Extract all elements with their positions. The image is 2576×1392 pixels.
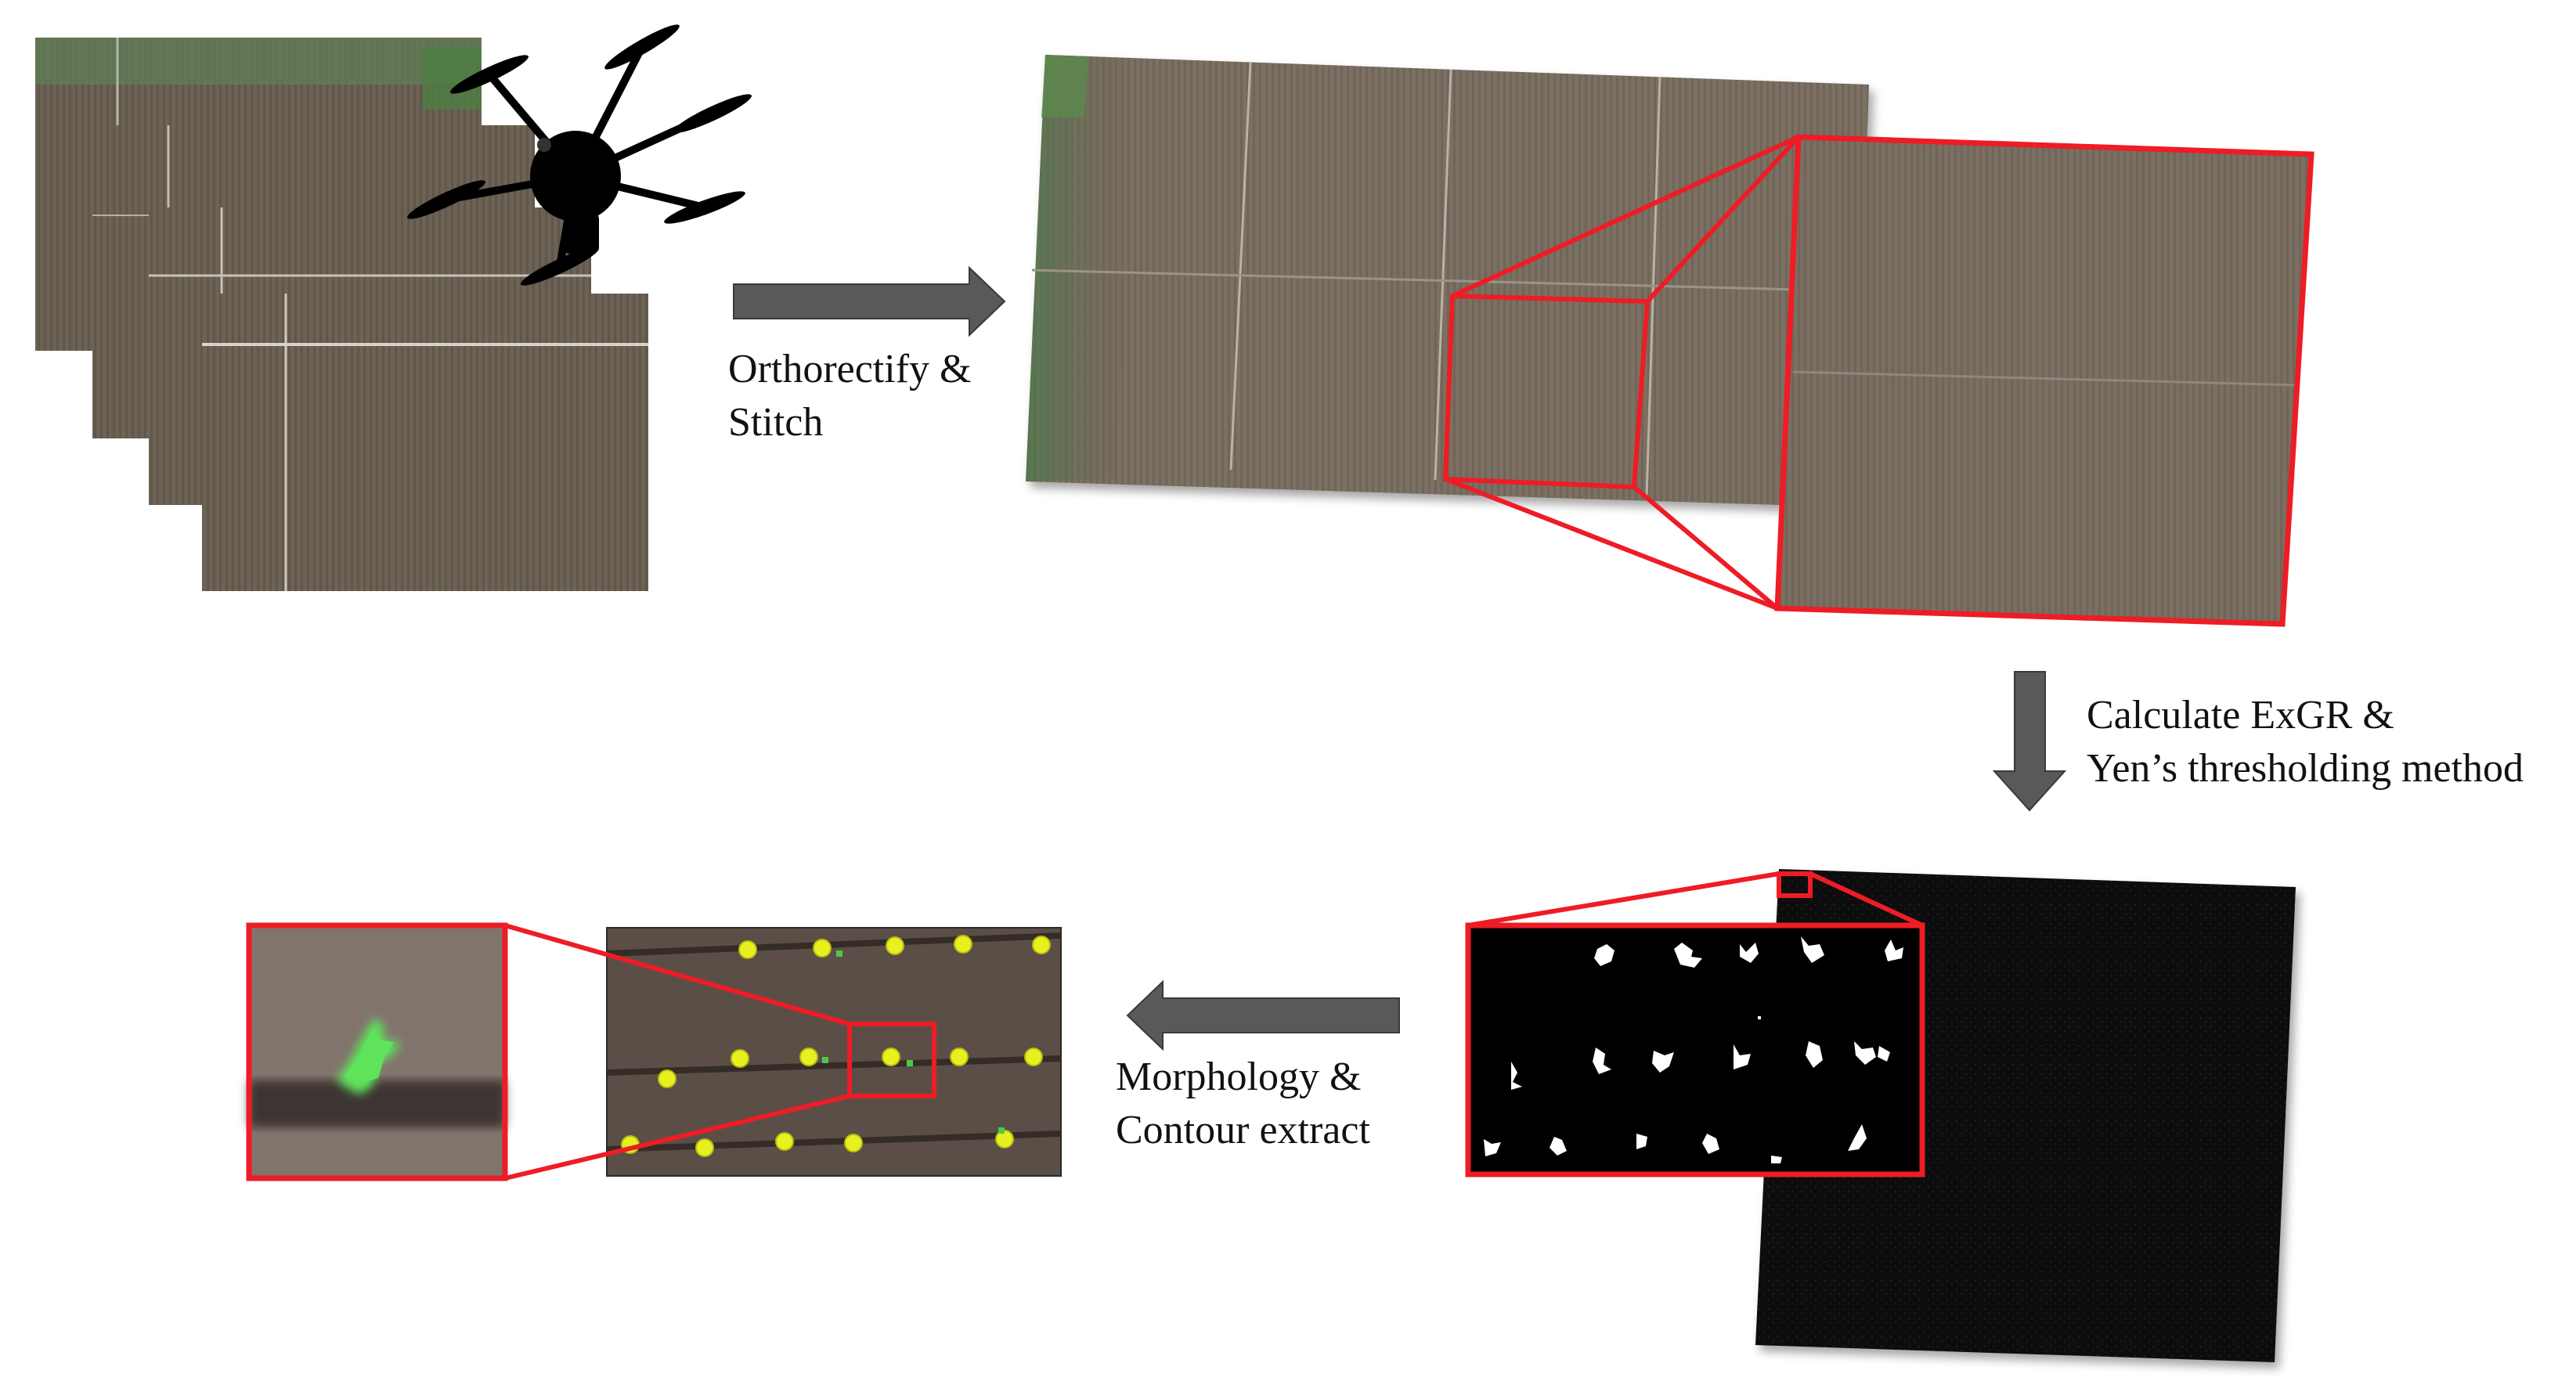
- orthomosaic-image: [1026, 55, 1869, 507]
- hexacopter-drone-icon: [407, 24, 752, 286]
- orthomosaic-zoom-region: [1442, 135, 1801, 611]
- single-plant-closeup: [246, 922, 508, 1181]
- arrow-exgr-icon: [1992, 671, 2067, 812]
- mask-inset-image: [1465, 922, 1925, 1177]
- zoomed-field-image: [1774, 134, 2314, 627]
- morphology-label-line1: Morphology &: [1116, 1055, 1361, 1099]
- raw-image-4: [202, 294, 648, 591]
- exgr-label-line1: Calculate ExGR &: [2087, 693, 2394, 737]
- plant-zoom-region: [504, 923, 850, 1181]
- arrow-morphology-icon: [1126, 979, 1400, 1051]
- exgr-label-line2: Yen’s thresholding method: [2087, 746, 2524, 791]
- morphology-label-line2: Contour extract: [1116, 1108, 1370, 1152]
- arrow-orthorectify-icon: [733, 265, 1006, 337]
- mask-zoom-region: [1467, 871, 1924, 928]
- plant-leaves: [822, 950, 1005, 1134]
- plant-detection-image: [606, 927, 1062, 1177]
- orthorectify-label-line1: Orthorectify &: [728, 347, 971, 391]
- raw-image-stack: [35, 38, 648, 591]
- orthorectify-label-line2: Stitch: [728, 400, 823, 445]
- plant-blobs: [1484, 936, 1903, 1163]
